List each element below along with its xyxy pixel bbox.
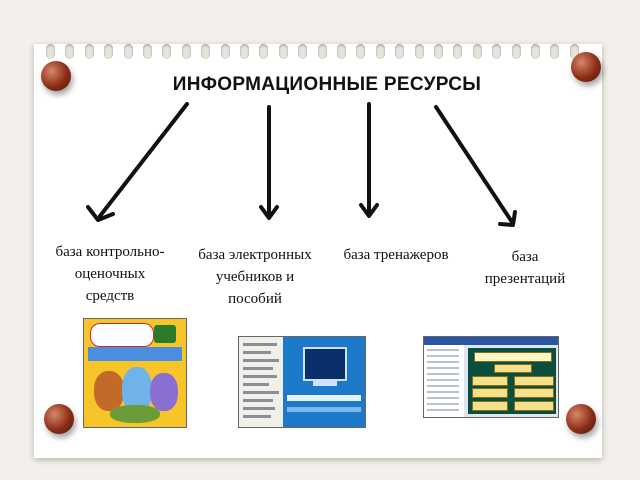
notebook-hole [434,44,443,59]
notebook-hole [414,44,424,59]
label-line: база электронных [198,247,312,263]
label-line: презентаций [484,271,566,287]
arrow-to-presentations [434,105,517,227]
notebook-hole [337,44,346,59]
label-line: база контрольно- [55,244,165,260]
label-line: средств [85,288,135,304]
label-line: база тренажеров [343,247,449,263]
notebook-hole [65,44,75,59]
label-line: база [511,249,539,265]
trainers-cover-image [238,336,366,428]
notebook-hole [356,44,366,59]
notebook-hole [220,44,230,59]
notebook-holes [46,36,586,62]
notebook-hole [162,44,172,59]
arrow-to-control [86,102,189,222]
label-textbooks-base: база электронных учебников и пособий [184,244,326,310]
textbook-cover-image [83,318,187,428]
push-pin-icon [571,52,601,82]
presentation-screenshot-image [423,336,559,418]
label-presentations-base: база презентаций [466,246,584,290]
diagram-title: ИНФОРМАЦИОННЫЕ РЕСУРСЫ [172,74,482,95]
notebook-hole [395,44,405,59]
notebook-hole [511,44,521,59]
notebook-hole [143,44,152,59]
notebook-hole [278,44,288,59]
label-line: учебников и [215,269,295,285]
arrow-to-textbooks [259,105,279,220]
notebook-hole [240,44,249,59]
notebook-hole [123,44,133,59]
notebook-hole [531,44,540,59]
push-pin-icon [566,404,596,434]
push-pin-icon [44,404,74,434]
label-trainers-base: база тренажеров [328,244,464,266]
notebook-hole [550,44,560,59]
arrow-to-trainers [359,102,379,218]
notebook-hole [46,44,55,59]
label-line: оценочных [74,266,146,282]
notebook-hole [259,44,269,59]
notebook-hole [298,44,308,59]
notebook-hole [104,44,114,59]
notebook-hole [453,44,463,59]
notebook-hole [84,44,94,59]
notebook-hole [181,44,191,59]
push-pin-icon [41,61,71,91]
notebook-hole [375,44,385,59]
label-control-base: база контрольно- оценочных средств [40,241,180,307]
notebook-hole [569,44,579,59]
notebook-hole [472,44,482,59]
notebook-hole [201,44,211,59]
notebook-hole [317,44,327,59]
notebook-hole [492,44,502,59]
label-line: пособий [228,291,282,307]
